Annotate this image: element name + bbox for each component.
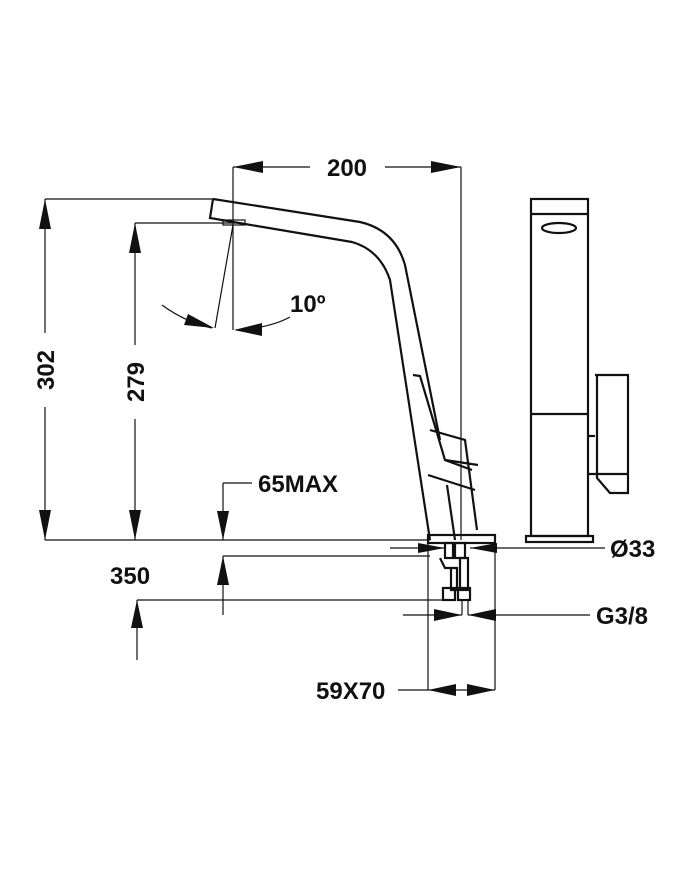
label-hose-length: 350 <box>110 563 150 590</box>
label-base-plate: 59X70 <box>316 678 385 705</box>
dimension-connection-thread: G3/8 <box>403 600 648 630</box>
dimension-total-height: 302 <box>33 198 215 540</box>
dimension-swivel-angle: 10º <box>161 224 326 336</box>
label-connection-thread: G3/8 <box>596 603 648 630</box>
dimension-base-plate: 59X70 <box>316 543 496 705</box>
label-total-height: 302 <box>33 350 60 390</box>
dimension-base-diameter: Ø33 <box>390 536 655 563</box>
dimension-hose-length: 350 <box>110 563 445 660</box>
label-spout-reach: 200 <box>327 155 367 182</box>
label-swivel-angle: 10º <box>290 291 326 318</box>
label-base-diameter: Ø33 <box>610 536 655 563</box>
label-deck-thickness: 65MAX <box>258 471 338 498</box>
faucet-front-view <box>524 197 630 544</box>
dimension-deck-thickness: 65MAX <box>45 471 430 615</box>
dimension-spout-reach: 200 <box>232 155 462 540</box>
faucet-side-view <box>208 197 497 602</box>
label-spout-height: 279 <box>123 362 150 402</box>
dimension-spout-height: 279 <box>123 222 240 540</box>
